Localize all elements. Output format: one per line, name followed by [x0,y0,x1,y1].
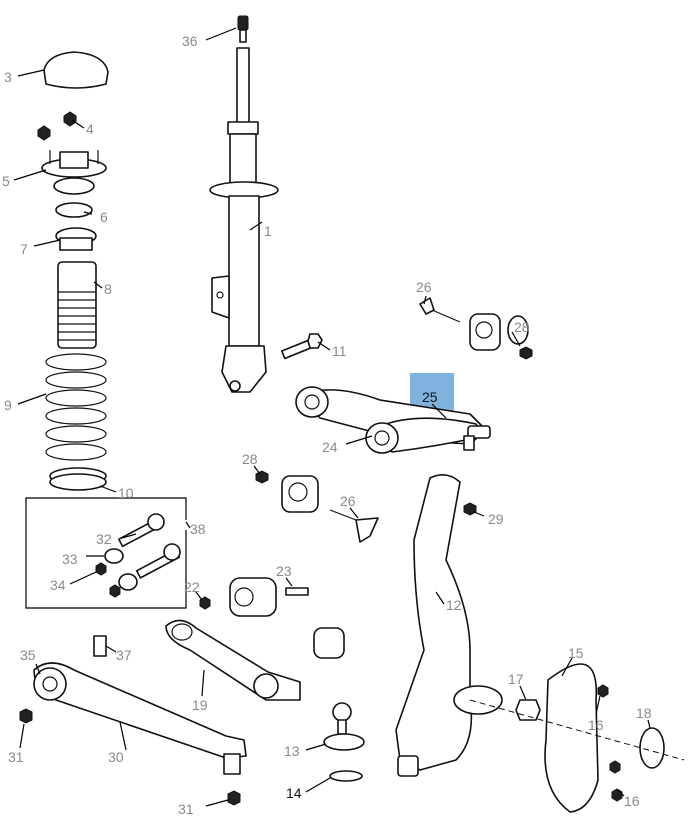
lower-bushing-set [255,470,379,543]
bushing-bolt [285,587,309,596]
callout-label-35: 35 [20,647,36,663]
callout-label-9: 9 [4,397,12,413]
callout-label-1: 1 [264,223,272,239]
upper-bushing-set [419,297,533,360]
callout-label-28a: 28 [242,451,258,467]
clip-upper [419,297,435,315]
callout-label-3: 3 [4,69,12,85]
callout-label-11: 11 [332,343,347,359]
upper-control-arm [295,386,491,454]
callout-label-13: 13 [284,743,300,759]
hub-assembly [469,663,685,813]
upper-mount-boss [59,151,89,169]
mount-bearing [53,177,95,195]
callout-label-4: 4 [86,121,94,137]
knuckle-nut [463,502,477,516]
knuckle-hub-boss [453,685,503,715]
mount-nut-right [63,111,77,127]
callout-label-15: 15 [568,645,584,661]
callout-label-38: 38 [190,521,206,537]
clip-lower [355,517,379,543]
bushing-ring [507,315,529,345]
callout-labels: 1 3 4 5 6 7 8 9 10 11 12 13 14 15 16 16 … [2,33,652,817]
callout-label-36: 36 [182,33,198,49]
hub-nut [515,699,541,721]
callout-label-19: 19 [192,697,208,713]
kit-nut-lower [109,584,121,598]
bushing-small [313,627,345,659]
callout-label-5: 5 [2,173,10,189]
callout-label-10: 10 [118,485,134,501]
callout-label-26b: 26 [340,493,356,509]
callout-label-37: 37 [116,647,132,663]
retaining-ring [329,770,363,782]
bushing-lower [281,475,319,513]
upper-ball-joint [467,425,491,439]
steering-knuckle [395,474,503,777]
dust-boot [57,261,97,349]
lower-ball-joint [223,753,241,775]
callout-label-8: 8 [104,281,112,297]
callout-label-24: 24 [322,439,338,455]
callout-label-28b: 28 [514,319,530,335]
mount-nut-left [37,125,51,141]
callout-label-30: 30 [108,749,124,765]
callout-label-12: 12 [446,597,462,613]
callout-leaders [13,27,651,807]
stud-37 [93,635,107,657]
hub-seal [639,727,665,769]
callout-label-23: 23 [276,563,292,579]
hardware-kit-box [25,497,187,609]
callout-label-18: 18 [636,705,652,721]
callout-label-16b: 16 [624,793,640,809]
strut-bracket [211,275,230,319]
callout-label-17: 17 [508,671,524,687]
piston-rod [236,47,250,124]
strut-clevis [221,345,267,393]
kit-nut [95,562,107,576]
callout-label-29: 29 [488,511,504,527]
isolator-body [59,237,93,251]
knuckle-body [395,474,473,771]
top-nut [237,15,249,31]
callout-label-33: 33 [62,551,78,567]
ball-joint-kit [323,702,365,782]
top-mount-stack [37,51,109,491]
strut-assembly [209,15,279,393]
kit-washer-lower [118,573,138,591]
bushing-nut [519,346,533,360]
callout-label-25: 25 [422,389,438,405]
callout-label-14: 14 [286,785,302,801]
kit-washer [104,548,124,564]
lower-control-arm [19,635,247,806]
coil-spring [45,353,107,461]
rod-tip [239,29,247,43]
bushing-nut-lower [255,470,269,484]
callout-label-6: 6 [100,209,108,225]
strut-tube [228,195,260,347]
bump-ring [55,202,93,218]
dust-cap [43,51,109,89]
callout-label-16a: 16 [588,717,604,733]
lower-arm-bushing [199,577,345,659]
callout-label-26a: 26 [416,279,432,295]
strut-upper-body [229,133,257,185]
callout-label-7: 7 [20,241,28,257]
strut-collar [227,121,259,135]
tension-strut [165,619,301,701]
callout-label-22: 22 [184,579,200,595]
callout-label-32: 32 [96,531,112,547]
callout-label-34: 34 [50,577,66,593]
callout-label-31b: 31 [178,801,194,817]
strut-bolt [281,333,323,360]
dust-shield [544,663,599,813]
bushing-upper [469,313,501,351]
callout-label-31a: 31 [8,749,24,765]
